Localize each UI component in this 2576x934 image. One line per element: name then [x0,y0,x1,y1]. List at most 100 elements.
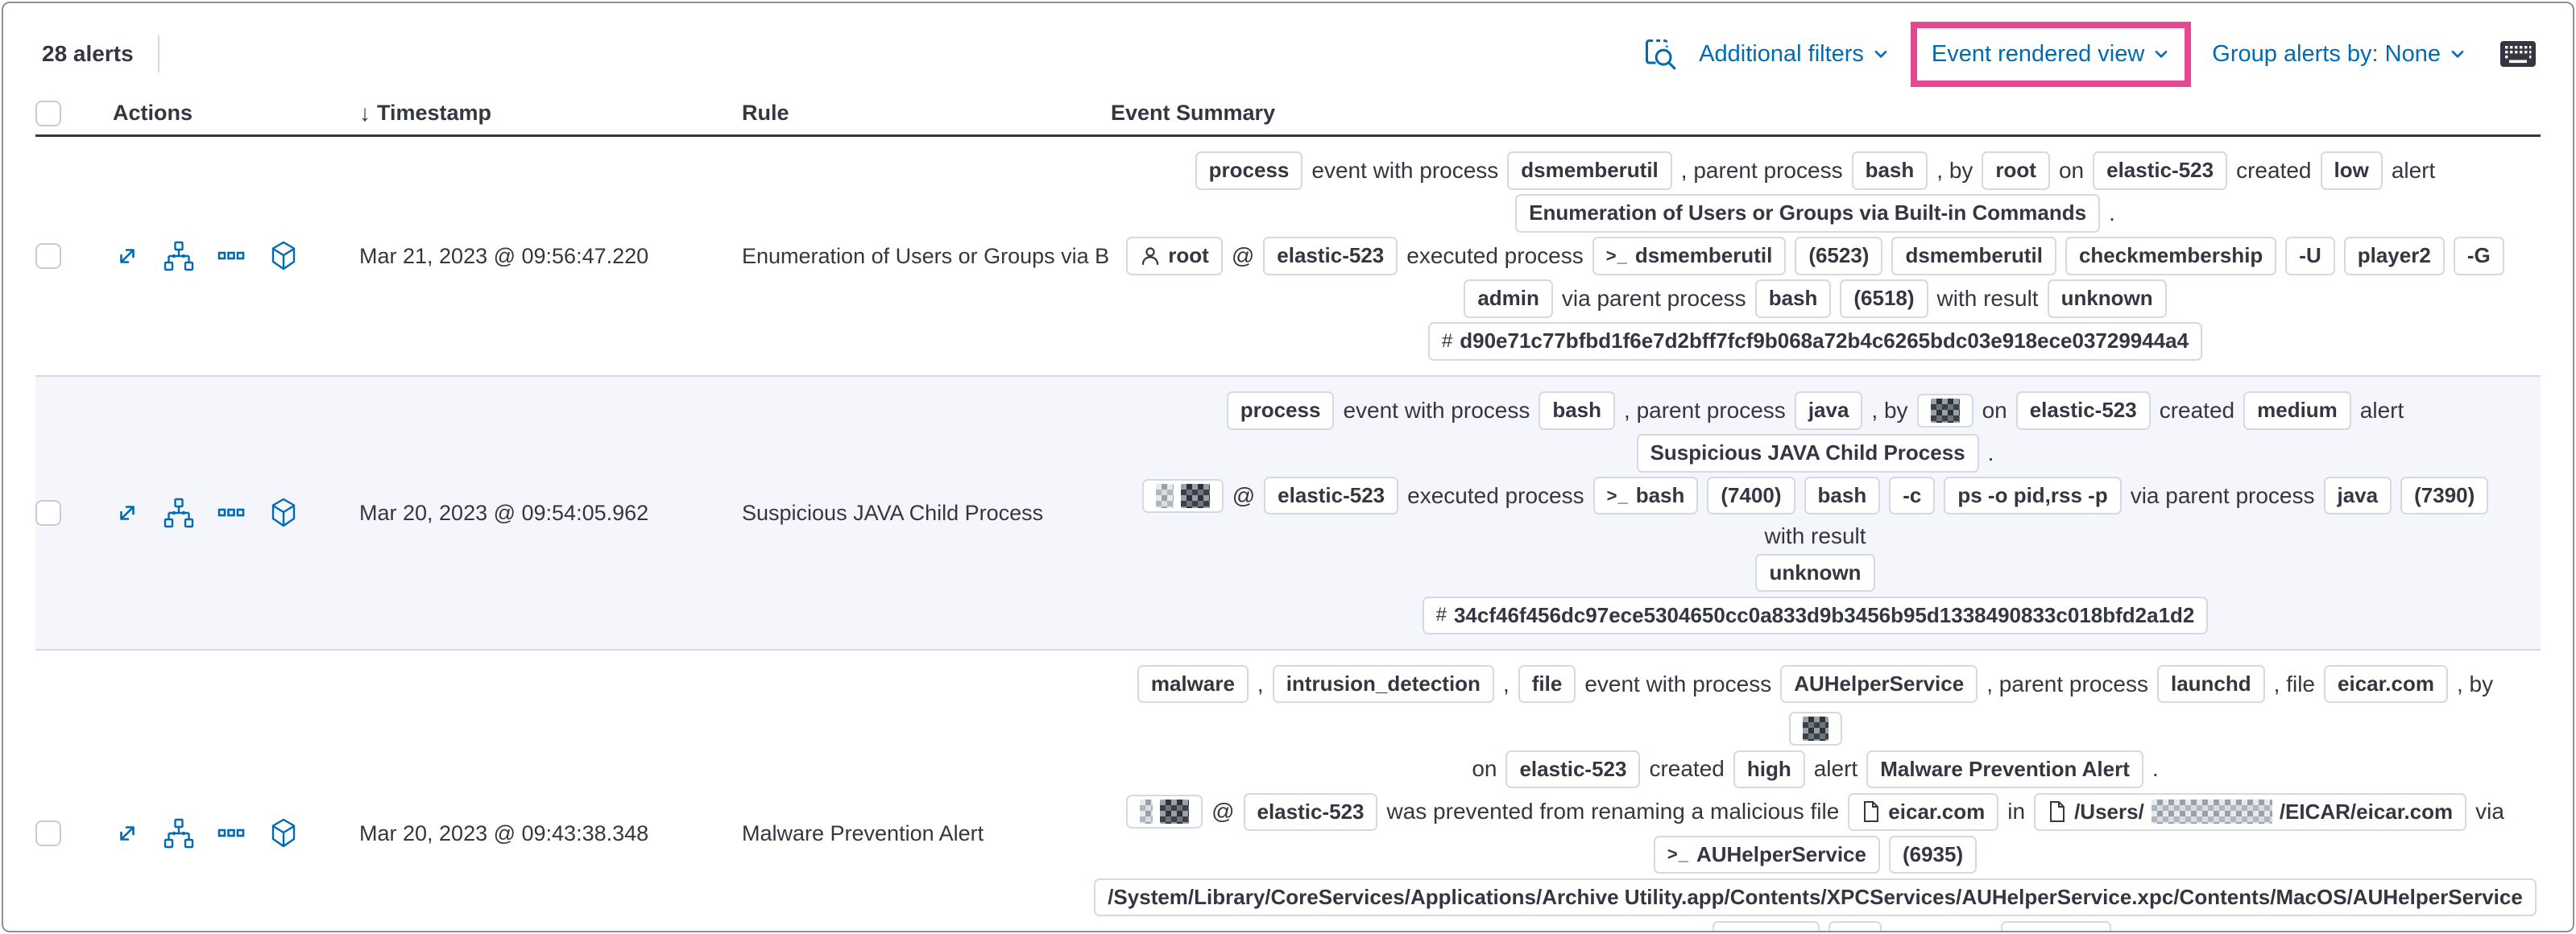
event-field-badge[interactable]: AUHelperService [1780,665,1978,704]
event-field-badge[interactable]: medium [2243,391,2351,430]
event-field-badge[interactable]: dsmemberutil [1507,151,1672,190]
summary-text: via parent process [1519,927,1704,931]
additional-filters-button[interactable]: Additional filters [1699,41,1890,68]
event-field-badge[interactable]: ps -o pid,rss -p [1944,477,2122,515]
event-field-badge[interactable] [1126,795,1203,829]
event-field-badge[interactable]: /System/Library/CoreServices/Application… [1094,878,2537,916]
row-checkbox[interactable] [35,820,61,847]
row-checkbox-cell [35,500,103,527]
event-field-badge[interactable]: (1) [1828,920,1882,931]
investigate-in-timeline-button[interactable] [267,817,300,849]
summary-text: with result [1936,286,2039,311]
event-field-badge[interactable]: process [1195,151,1303,190]
event-field-badge[interactable]: -c [1889,477,1936,515]
event-field-badge[interactable]: java [2323,477,2392,515]
event-field-badge[interactable] [1141,478,1224,513]
event-field-badge[interactable]: #34cf46f456dc97ece5304650cc0a833d9b3456b… [1422,596,2209,634]
terminal-prompt-icon: >_ [1605,246,1628,267]
event-field-badge[interactable]: >_dsmemberutil [1592,237,1787,275]
chevron-down-icon [2451,50,2464,58]
event-field-badge[interactable]: launchd [2156,665,2265,704]
event-field-badge[interactable]: root [1982,151,2050,190]
event-field-badge[interactable]: /Users//EICAR/eicar.com [2034,792,2467,831]
event-field-badge[interactable]: checkmembership [2065,237,2277,275]
event-field-badge[interactable]: eicar.com [2324,665,2448,704]
event-field-badge[interactable]: >_AUHelperService [1653,835,1880,874]
badge-text: player2 [2357,243,2431,268]
event-field-badge[interactable] [1788,712,1842,746]
event-field-badge[interactable]: eicar.com [1848,792,1999,831]
keyboard-shortcuts-button[interactable] [2499,38,2537,70]
event-field-badge[interactable]: elastic-523 [1263,237,1398,275]
event-field-badge[interactable]: elastic-523 [2093,151,2228,190]
more-actions-button[interactable] [216,498,246,528]
event-field-badge[interactable]: -U [2285,237,2335,275]
event-field-badge[interactable]: elastic-523 [1243,792,1378,831]
analyze-event-button[interactable] [163,817,195,849]
event-field-badge[interactable]: bash [1539,391,1616,430]
expand-alert-button[interactable] [113,498,142,527]
event-field-badge[interactable]: bash [1851,151,1928,190]
event-field-badge[interactable]: Enumeration of Users or Groups via Built… [1515,194,2101,233]
event-field-badge[interactable]: dsmemberutil [1891,237,2056,275]
row-checkbox[interactable] [35,243,61,269]
event-field-badge[interactable]: high [1733,750,1805,788]
redacted-value [1802,717,1828,742]
badge-text: -c [1903,483,1922,507]
summary-text: , parent process [1624,398,1786,423]
event-field-badge[interactable]: malware [1137,665,1249,704]
inspect-button[interactable] [1642,36,1678,72]
investigate-in-timeline-button[interactable] [267,497,300,529]
group-alerts-by-button[interactable]: Group alerts by: None [2212,41,2466,68]
more-actions-button[interactable] [216,241,246,271]
event-field-badge[interactable]: success [2001,920,2111,931]
badge-text: bash [1865,158,1915,183]
expand-alert-button[interactable] [113,819,142,848]
more-actions-button[interactable] [216,818,246,849]
event-field-badge[interactable]: (6523) [1795,237,1883,275]
summary-text: alert [2359,398,2404,423]
view-selector-button[interactable]: Event rendered view [1932,41,2170,68]
analyze-event-button[interactable] [163,497,195,529]
event-field-badge[interactable]: unknown [1755,553,1875,592]
event-field-badge[interactable]: process [1226,391,1335,430]
event-field-badge[interactable]: #d90e71c77bfbd1f6e7d2bff7fcf9b068a72b4c6… [1427,322,2203,361]
analyze-event-button[interactable] [163,240,195,272]
event-field-badge[interactable]: low [2320,151,2383,190]
column-header-timestamp[interactable]: ↓ Timestamp [359,100,492,126]
event-field-badge[interactable]: java [1794,391,1863,430]
event-field-badge[interactable]: elastic-523 [1264,477,1399,515]
event-field-badge[interactable]: (7400) [1707,477,1795,515]
expand-icon [120,826,135,841]
select-all-checkbox[interactable] [35,100,61,126]
event-field-badge[interactable]: (6935) [1888,835,1978,874]
event-field-badge[interactable]: Malware Prevention Alert [1866,750,2143,788]
row-checkbox[interactable] [35,500,61,527]
event-field-badge[interactable]: Suspicious JAVA Child Process [1636,434,1979,473]
summary-text: , [1257,671,1264,696]
investigate-in-timeline-button[interactable] [267,240,300,272]
row-actions-cell [103,817,359,849]
event-field-badge[interactable]: (7390) [2400,477,2489,515]
event-field-badge[interactable]: elastic-523 [2015,391,2151,430]
event-field-badge[interactable]: >_bash [1592,477,1699,515]
event-field-badge[interactable]: bash [1754,279,1832,318]
event-field-badge[interactable]: admin [1464,279,1553,318]
event-field-badge[interactable]: player2 [2343,237,2445,275]
badge-text: /EICAR/eicar.com [2279,799,2454,824]
event-field-badge[interactable]: intrusion_detection [1272,665,1494,704]
event-field-badge[interactable]: bash [1804,477,1881,515]
view-selector-label: Event rendered view [1931,40,2145,67]
event-field-badge[interactable]: file [1518,665,1576,704]
event-field-badge[interactable]: unknown [2047,279,2167,318]
expand-alert-button[interactable] [113,242,142,271]
event-field-badge[interactable]: root [1126,237,1223,275]
event-field-badge[interactable]: launchd [1712,920,1820,931]
badge-text: unknown [1769,560,1862,585]
event-field-badge[interactable]: elastic-523 [1505,750,1641,788]
event-field-badge[interactable] [1916,394,1973,428]
event-field-badge[interactable]: -G [2453,237,2504,275]
event-field-badge[interactable]: (6518) [1840,279,1928,318]
